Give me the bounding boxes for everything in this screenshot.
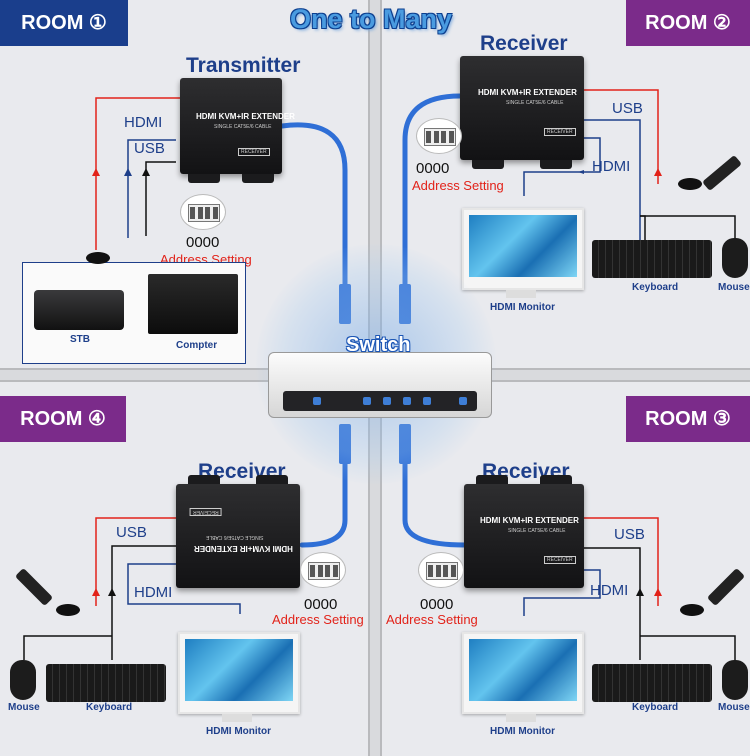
receiver-3-mouse-label: Mouse bbox=[718, 702, 750, 713]
receiver-2-title: Receiver bbox=[480, 32, 568, 55]
receiver-4-device-sub: SINGLE CAT5E/6 CABLE bbox=[206, 534, 264, 540]
receiver-4-address-setting: Address Setting bbox=[272, 612, 364, 627]
room-4-tag: ROOM ④ bbox=[0, 396, 126, 442]
receiver-4-mouse-label: Mouse bbox=[8, 702, 40, 713]
receiver-3-device-badge: RECEIVER bbox=[544, 556, 576, 564]
transmitter-dip-switch bbox=[180, 194, 226, 230]
network-switch bbox=[268, 352, 492, 418]
stb-device bbox=[34, 290, 124, 330]
receiver-4-device-name: HDMI KVM+IR EXTENDER bbox=[194, 544, 293, 553]
ir-emitter-icon bbox=[86, 252, 110, 264]
room2-cables bbox=[523, 89, 736, 244]
receiver-3-usb-label: USB bbox=[614, 526, 645, 543]
lan-cable-transmitter bbox=[279, 122, 348, 303]
computer-label: Compter bbox=[176, 340, 218, 351]
receiver-2-device-badge: RECEIVER bbox=[544, 128, 576, 136]
switch-label: Switch bbox=[346, 334, 411, 356]
receiver-3-code: 0000 bbox=[420, 596, 454, 613]
receiver-3-mouse bbox=[722, 660, 748, 700]
transmitter-device-badge: RECEIVER bbox=[238, 148, 270, 156]
receiver-3-monitor-label: HDMI Monitor bbox=[490, 726, 555, 737]
receiver-4-ir-receiver-icon bbox=[56, 604, 80, 616]
receiver-2-keyboard-label: Keyboard bbox=[632, 282, 679, 293]
receiver-2-device-sub: SINGLE CAT5E/6 CABLE bbox=[506, 100, 564, 106]
receiver-4-device-badge: RECEIVER bbox=[190, 508, 222, 516]
receiver-2-monitor-label: HDMI Monitor bbox=[490, 302, 555, 313]
receiver-4-usb-label: USB bbox=[116, 524, 147, 541]
receiver-2-ir-receiver-icon bbox=[678, 178, 702, 190]
transmitter-device-sub: SINGLE CAT5E/6 CABLE bbox=[214, 124, 272, 130]
receiver-3-device: HDMI KVM+IR EXTENDER SINGLE CAT5E/6 CABL… bbox=[464, 475, 584, 588]
receiver-3-monitor bbox=[462, 632, 584, 714]
receiver-3-device-name: HDMI KVM+IR EXTENDER bbox=[480, 516, 579, 525]
receiver-3-ir-receiver-icon bbox=[680, 604, 704, 616]
room4-cables bbox=[23, 517, 241, 660]
lan-cable-room3 bbox=[402, 437, 468, 548]
receiver-2-device-name: HDMI KVM+IR EXTENDER bbox=[478, 88, 577, 97]
lan-cable-room4 bbox=[299, 437, 348, 548]
lan-cable-room2 bbox=[402, 93, 463, 303]
receiver-3-keyboard bbox=[592, 664, 712, 702]
receiver-4-mouse bbox=[10, 660, 36, 700]
receiver-2-hdmi-label: HDMI bbox=[592, 158, 631, 175]
room-2-tag: ROOM ② bbox=[626, 0, 750, 46]
room3-cables bbox=[523, 517, 736, 660]
receiver-2-mouse-label: Mouse bbox=[718, 282, 750, 293]
receiver-4-monitor bbox=[178, 632, 300, 714]
receiver-4-device: HDMI KVM+IR EXTENDER SINGLE CAT5E/6 CABL… bbox=[176, 475, 300, 588]
receiver-3-keyboard-label: Keyboard bbox=[632, 702, 679, 713]
receiver-2-usb-label: USB bbox=[612, 100, 643, 117]
receiver-2-dip-switch bbox=[416, 118, 462, 154]
transmitter-device-name: HDMI KVM+IR EXTENDER bbox=[196, 112, 295, 121]
receiver-3-hdmi-label: HDMI bbox=[590, 582, 629, 599]
receiver-3-dip-switch bbox=[418, 552, 464, 588]
room-3-tag: ROOM ③ bbox=[626, 396, 750, 442]
diagram-headline: One to Many bbox=[290, 4, 453, 34]
receiver-3-address-setting: Address Setting bbox=[386, 612, 478, 627]
receiver-2-monitor bbox=[462, 208, 584, 290]
lan-cables bbox=[279, 93, 468, 548]
transmitter-hdmi-label: HDMI bbox=[124, 114, 163, 131]
computer-device bbox=[148, 274, 238, 334]
receiver-4-code: 0000 bbox=[304, 596, 338, 613]
receiver-2-mouse bbox=[722, 238, 748, 278]
receiver-4-keyboard bbox=[46, 664, 166, 702]
receiver-2-code: 0000 bbox=[416, 160, 450, 177]
stb-label: STB bbox=[70, 334, 90, 345]
transmitter-code: 0000 bbox=[186, 234, 220, 251]
receiver-4-dip-switch bbox=[300, 552, 346, 588]
transmitter-title: Transmitter bbox=[186, 54, 301, 77]
receiver-2-device: HDMI KVM+IR EXTENDER SINGLE CAT5E/6 CABL… bbox=[460, 56, 584, 169]
room-1-tag: ROOM ① bbox=[0, 0, 128, 46]
room1-cables bbox=[95, 97, 180, 250]
transmitter-device: HDMI KVM+IR EXTENDER SINGLE CAT5E/6 CABL… bbox=[180, 78, 295, 183]
receiver-2-keyboard bbox=[592, 240, 712, 278]
transmitter-usb-label: USB bbox=[134, 140, 165, 157]
receiver-3-device-sub: SINGLE CAT5E/6 CABLE bbox=[508, 528, 566, 534]
receiver-2-address-setting: Address Setting bbox=[412, 178, 504, 193]
receiver-4-hdmi-label: HDMI bbox=[134, 584, 173, 601]
receiver-4-monitor-label: HDMI Monitor bbox=[206, 726, 271, 737]
receiver-4-keyboard-label: Keyboard bbox=[86, 702, 133, 713]
